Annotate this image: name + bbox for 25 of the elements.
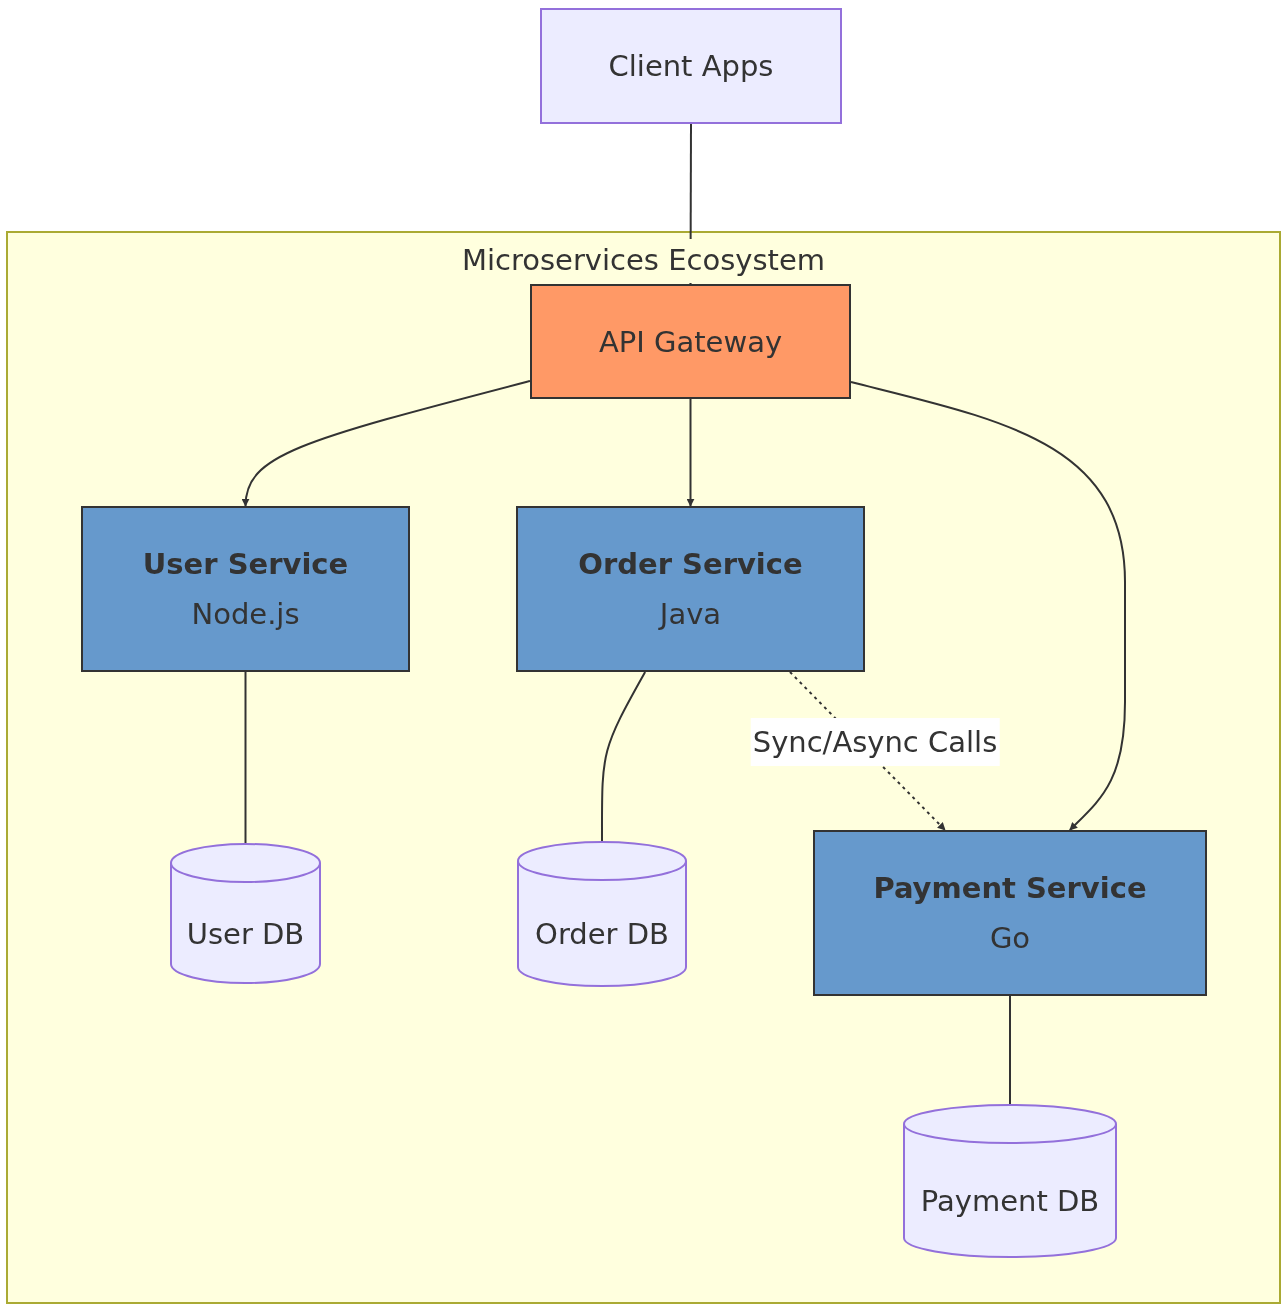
node-title: User Service: [142, 546, 349, 583]
node-title: Order Service: [578, 546, 803, 583]
arrow: [242, 379, 531, 507]
service-box: [813, 830, 1207, 996]
arrow: [686, 123, 695, 285]
node-subtitle: Node.js: [191, 596, 300, 633]
connector-line: [601, 671, 647, 842]
connector-line: [244, 671, 247, 844]
connector-line: [1009, 995, 1011, 1105]
arrow: [850, 381, 1126, 831]
service-box: [81, 506, 410, 672]
node-title: User DB: [186, 915, 305, 953]
edge-label: Sync/Async Calls: [750, 718, 1000, 766]
node-title: Order DB: [535, 916, 669, 953]
node-title: Payment DB: [920, 1183, 1100, 1220]
service-box: [516, 506, 865, 672]
node-subtitle: Java: [659, 596, 722, 633]
node-title: Payment Service: [873, 870, 1147, 907]
node-title: Client Apps: [608, 48, 774, 85]
node-subtitle: Go: [989, 920, 1031, 957]
group-container: [6, 231, 1281, 1304]
client-box: [540, 8, 842, 124]
arrow: [686, 398, 695, 507]
gateway-box: [530, 284, 851, 399]
node-title: API Gateway: [598, 323, 783, 361]
